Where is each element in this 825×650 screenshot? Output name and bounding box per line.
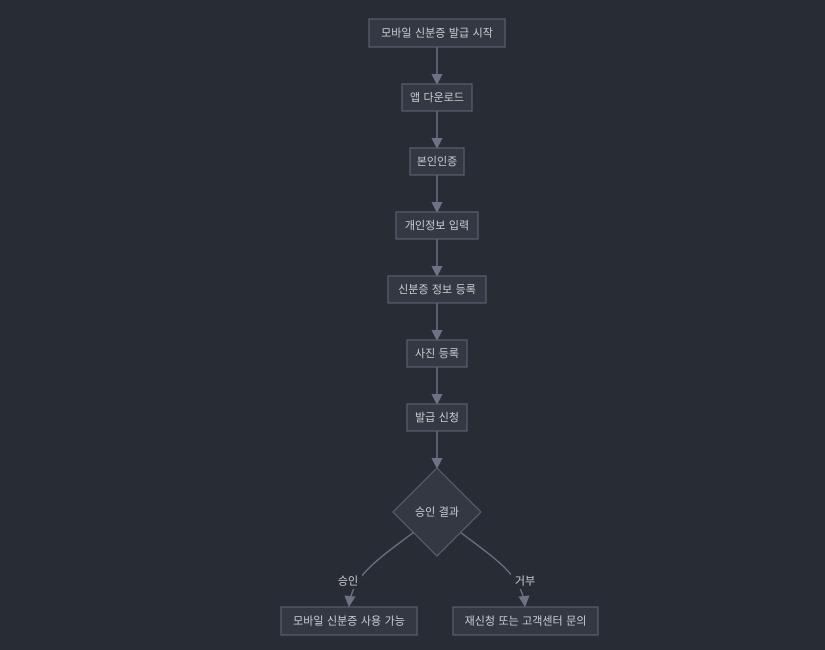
nodes: 모바일 신분증 발급 시작 앱 다운로드 본인인증 개인정보 입력 신분증 정보…: [280, 18, 599, 636]
node-auth: 본인인증: [409, 147, 465, 176]
node-apply: 발급 신청: [406, 403, 468, 432]
node-auth-label: 본인인증: [417, 155, 457, 168]
node-download-label: 앱 다운로드: [410, 91, 464, 104]
node-apply-label: 발급 신청: [415, 411, 459, 424]
node-approved: 모바일 신분증 사용 가능: [280, 606, 418, 636]
node-approved-label: 모바일 신분증 사용 가능: [293, 614, 405, 628]
node-decision: 승인 결과: [392, 467, 482, 557]
edge-labels: 승인 거부: [334, 573, 539, 589]
node-rejected-label: 재신청 또는 고객센터 문의: [465, 615, 587, 628]
node-photo: 사진 등록: [406, 339, 468, 368]
edge-decision-rejected: [459, 531, 530, 608]
node-rejected: 재신청 또는 고객센터 문의: [452, 606, 599, 636]
edge-label-rejected: 거부: [515, 575, 535, 588]
node-start-label: 모바일 신분증 발급 시작: [381, 26, 493, 40]
edges: [344, 47, 530, 608]
node-decision-label: 승인 결과: [415, 506, 459, 519]
node-start: 모바일 신분증 발급 시작: [368, 18, 506, 48]
node-register-label: 신분증 정보 등록: [398, 283, 476, 296]
node-info-label: 개인정보 입력: [405, 219, 469, 232]
node-info: 개인정보 입력: [395, 211, 479, 240]
edge-label-approved: 승인: [338, 575, 358, 588]
node-register: 신분증 정보 등록: [387, 275, 487, 304]
edge-decision-approved: [344, 531, 415, 608]
node-download: 앱 다운로드: [401, 83, 473, 112]
node-photo-label: 사진 등록: [415, 347, 459, 360]
